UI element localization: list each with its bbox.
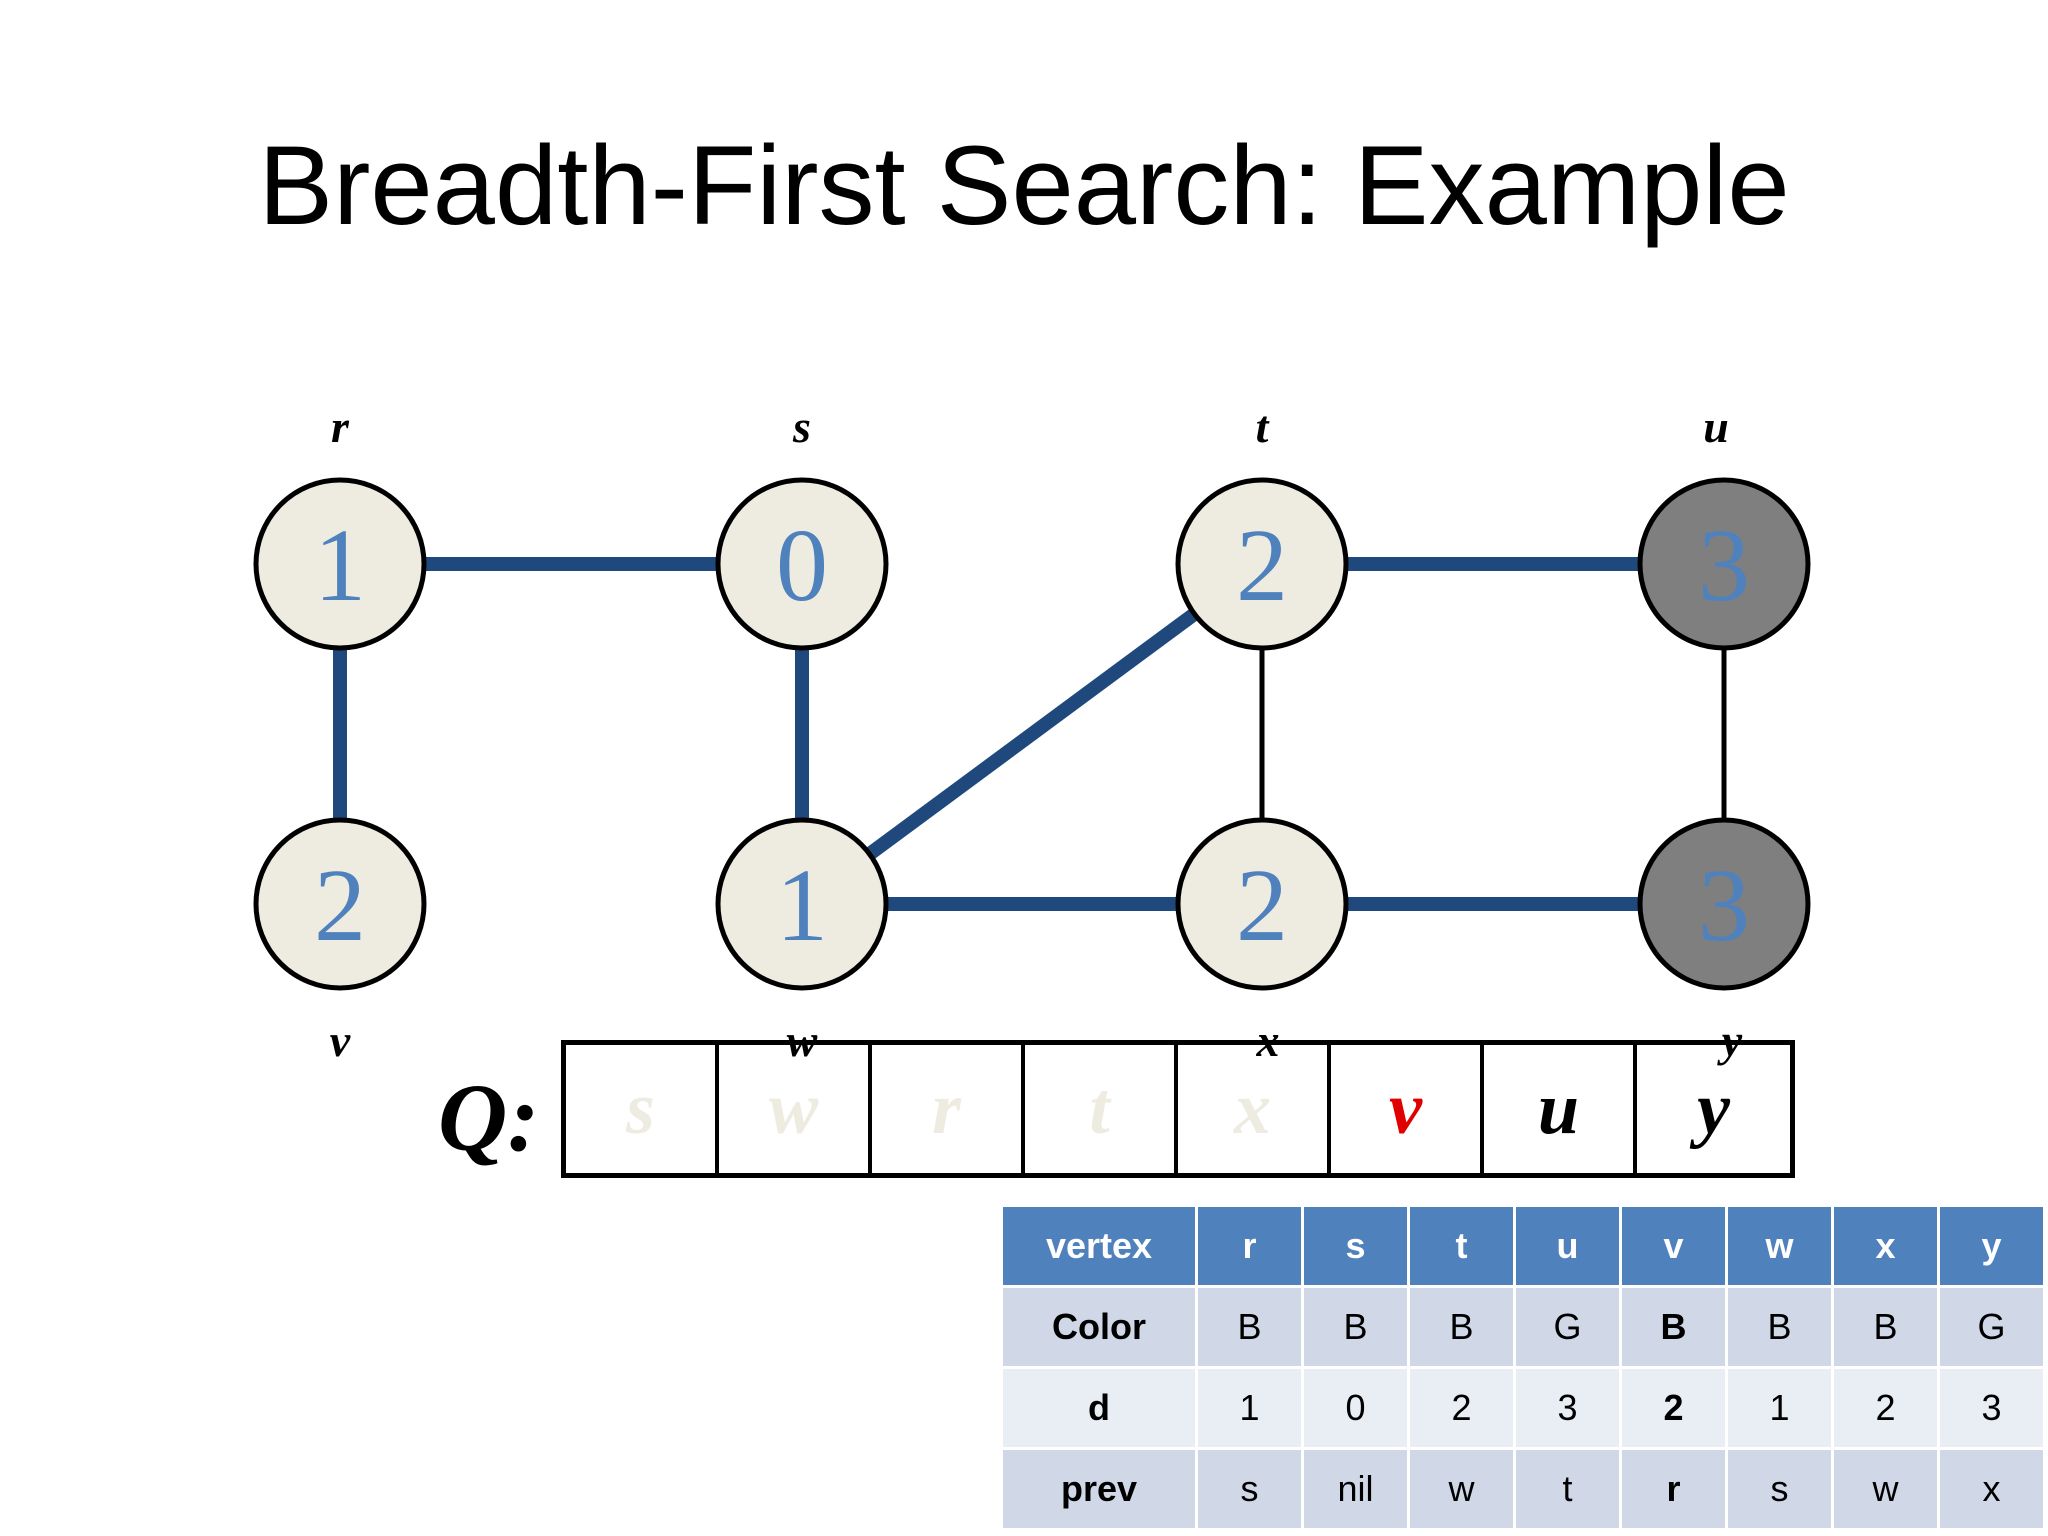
vertex-distance-t: 2 — [1236, 508, 1288, 623]
table-header-r: r — [1195, 1204, 1304, 1288]
queue-cell: s — [566, 1045, 719, 1173]
vertex-circle-r — [253, 477, 427, 651]
vertex-x: 2x — [1175, 817, 1349, 1066]
vertex-u: 3u — [1637, 401, 1811, 651]
table-cell: x — [1937, 1447, 2046, 1531]
queue-cell: x — [1178, 1045, 1331, 1173]
table-cell: 3 — [1937, 1366, 2046, 1450]
table-header-y: y — [1937, 1204, 2046, 1288]
vertex-circle-u — [1637, 477, 1811, 651]
vertex-w: 1w — [715, 817, 889, 1066]
vertex-circle-y — [1637, 817, 1811, 991]
edges-layer — [333, 557, 1727, 911]
vertex-distance-u: 3 — [1698, 508, 1750, 623]
table-cell: 1 — [1725, 1366, 1834, 1450]
table-header-s: s — [1301, 1204, 1410, 1288]
table-cell: r — [1619, 1447, 1728, 1531]
table-cell: w — [1407, 1447, 1516, 1531]
table-cell: G — [1937, 1285, 2046, 1369]
table-cell: 3 — [1513, 1366, 1622, 1450]
table-cell: B — [1301, 1285, 1410, 1369]
vertex-distance-r: 1 — [314, 508, 366, 623]
table-header-w: w — [1725, 1204, 1834, 1288]
table-cell: B — [1619, 1285, 1728, 1369]
vertex-y: 3y — [1637, 817, 1811, 1066]
vertex-v: 2v — [253, 817, 427, 1066]
table-header-v: v — [1619, 1204, 1728, 1288]
queue-cell: t — [1025, 1045, 1178, 1173]
table-row-label: Color — [1000, 1285, 1198, 1369]
vertex-label-v: v — [330, 1015, 351, 1066]
table-cell: w — [1831, 1447, 1940, 1531]
table-cell: s — [1195, 1447, 1304, 1531]
queue-label: Q: — [438, 1064, 540, 1171]
vertex-r: 1r — [253, 401, 427, 651]
vertex-circle-t — [1175, 477, 1349, 651]
table-cell: B — [1725, 1285, 1834, 1369]
vertex-label-t: t — [1256, 401, 1270, 452]
vertex-s: 0s — [715, 401, 889, 651]
vertex-circle-w — [715, 817, 889, 991]
table-cell: nil — [1301, 1447, 1410, 1531]
vertex-circle-s — [715, 477, 889, 651]
table-header-u: u — [1513, 1204, 1622, 1288]
table-row-label: d — [1000, 1366, 1198, 1450]
vertex-distance-v: 2 — [314, 848, 366, 963]
vertex-circle-x — [1175, 817, 1349, 991]
table-cell: 2 — [1407, 1366, 1516, 1450]
vertex-distance-w: 1 — [776, 848, 828, 963]
queue-cell: y — [1697, 1068, 1730, 1150]
table-cell: s — [1725, 1447, 1834, 1531]
vertex-label-s: s — [792, 401, 811, 452]
vertex-distance-y: 3 — [1698, 848, 1750, 963]
queue-cell: u — [1484, 1045, 1637, 1173]
table-header-x: x — [1831, 1204, 1940, 1288]
vertex-label-u: u — [1703, 401, 1729, 452]
slide-title: Breadth-First Search: Example — [258, 123, 1790, 248]
table-cell: G — [1513, 1285, 1622, 1369]
table-row-label: prev — [1000, 1447, 1198, 1531]
vertex-circle-v — [253, 817, 427, 991]
table-cell: t — [1513, 1447, 1622, 1531]
queue-cell: r — [872, 1045, 1025, 1173]
table-header-vertex: vertex — [1000, 1204, 1198, 1288]
table-cell: B — [1195, 1285, 1304, 1369]
queue-cell: v — [1331, 1045, 1484, 1173]
table-header-t: t — [1407, 1204, 1516, 1288]
queue-cell: w — [719, 1045, 872, 1173]
table-cell: B — [1831, 1285, 1940, 1369]
table-cell: 1 — [1195, 1366, 1304, 1450]
table-cell: 2 — [1831, 1366, 1940, 1450]
vertex-distance-s: 0 — [776, 508, 828, 623]
vertex-label-r: r — [331, 401, 350, 452]
table-cell: B — [1407, 1285, 1516, 1369]
table-cell: 0 — [1301, 1366, 1410, 1450]
vertex-distance-x: 2 — [1236, 848, 1288, 963]
edge-w-t — [797, 558, 1267, 910]
table-cell: 2 — [1619, 1366, 1728, 1450]
vertex-t: 2t — [1175, 401, 1349, 651]
